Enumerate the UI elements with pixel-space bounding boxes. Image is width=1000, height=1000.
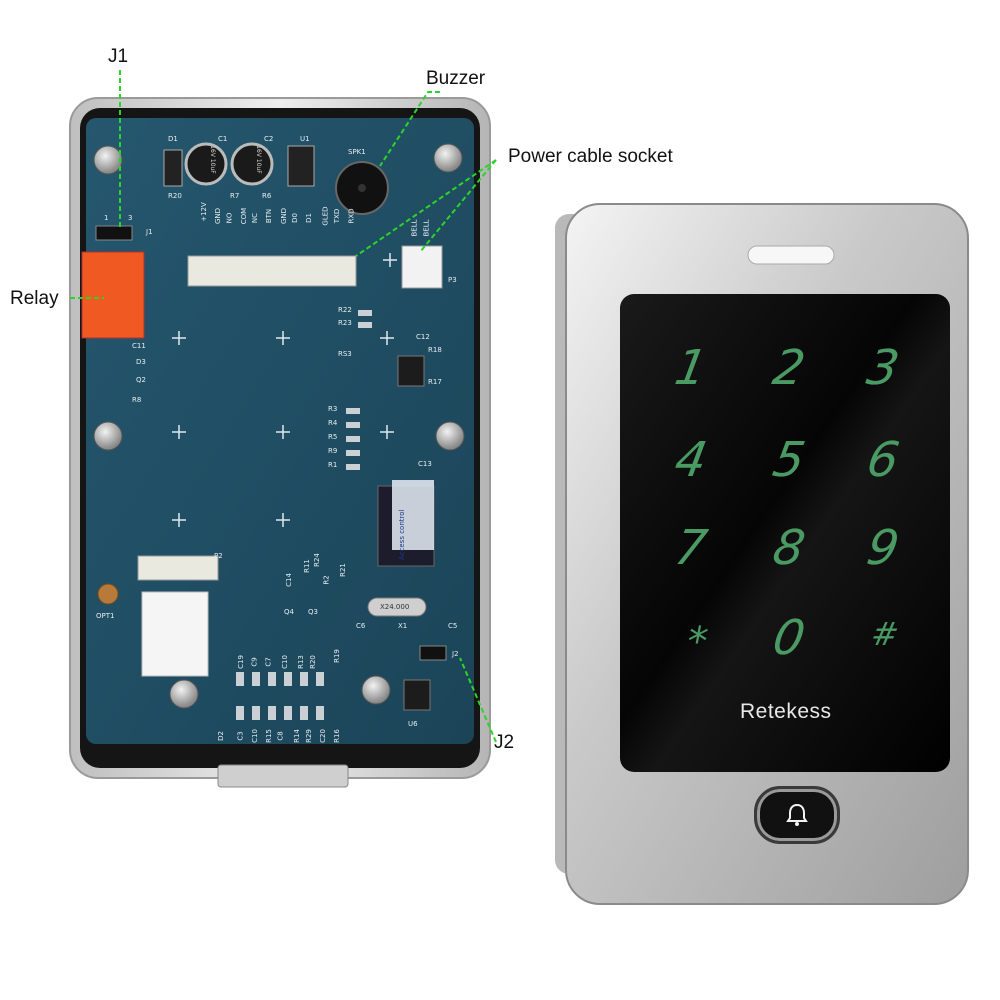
resistor-pads bbox=[236, 310, 372, 720]
header-connector bbox=[187, 255, 357, 287]
key-hash[interactable]: # bbox=[868, 615, 902, 653]
key-6[interactable]: 6 bbox=[862, 432, 904, 488]
diode-d1 bbox=[163, 149, 183, 187]
key-star[interactable]: * bbox=[682, 619, 712, 665]
keypad-glass bbox=[620, 294, 950, 772]
key-5[interactable]: 5 bbox=[768, 432, 810, 488]
callout-buzzer: Buzzer bbox=[426, 68, 486, 89]
callout-j2: J2 bbox=[494, 732, 515, 753]
jumper-j1 bbox=[95, 225, 133, 241]
key-0[interactable]: 0 bbox=[768, 610, 810, 666]
key-3[interactable]: 3 bbox=[862, 340, 904, 396]
key-8[interactable]: 8 bbox=[768, 520, 810, 576]
opt1-sensor bbox=[97, 583, 119, 605]
key-9[interactable]: 9 bbox=[862, 520, 904, 576]
callout-relay: Relay bbox=[10, 288, 59, 309]
pcb-board bbox=[86, 118, 474, 744]
crystal-x1 bbox=[367, 597, 427, 617]
ic-u6 bbox=[403, 679, 431, 711]
regulator-u1 bbox=[287, 145, 315, 187]
bell-icon bbox=[786, 803, 808, 826]
key-1[interactable]: 1 bbox=[670, 340, 712, 396]
capacitor-c1 bbox=[184, 142, 228, 186]
callout-power-cable-socket: Power cable socket bbox=[508, 146, 673, 167]
ribbon-cable bbox=[141, 591, 209, 677]
socket-p3 bbox=[401, 245, 443, 289]
brand-logo-text: Retekess bbox=[740, 700, 832, 723]
bottom-connector bbox=[217, 764, 349, 788]
ribbon-connector-p2 bbox=[137, 555, 219, 581]
crosshair-marks bbox=[172, 253, 397, 527]
callout-j1: J1 bbox=[108, 46, 129, 67]
key-2[interactable]: 2 bbox=[768, 340, 810, 396]
keypad-led-window bbox=[747, 245, 835, 265]
key-4[interactable]: 4 bbox=[670, 432, 712, 488]
key-7[interactable]: 7 bbox=[670, 520, 712, 576]
capacitor-c2 bbox=[230, 142, 274, 186]
screws bbox=[93, 143, 465, 709]
ic-u2 bbox=[397, 355, 425, 387]
doorbell-button[interactable] bbox=[754, 786, 840, 844]
callout-lines bbox=[70, 70, 497, 743]
jumper-j2 bbox=[419, 645, 447, 661]
relay-component bbox=[81, 251, 145, 339]
chip-sticker bbox=[392, 480, 434, 550]
